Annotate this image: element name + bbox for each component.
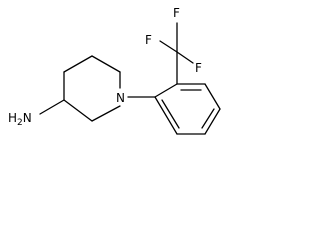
fluorine-label-1: F [145, 33, 152, 47]
bond-c3-c2 [63, 55, 93, 73]
bonds [39, 22, 221, 135]
atom-labels: H2N N F F F [8, 6, 202, 128]
bond-c2-n1 [91, 55, 121, 73]
bond-ar-c1-c2 [154, 83, 178, 98]
fluorine-label-3: F [195, 61, 202, 75]
bond-ar-c4-c5 [204, 108, 221, 135]
fluorine-label-2: F [173, 6, 180, 20]
amine-h: H [8, 111, 17, 125]
bond-ar-c6-c1 [154, 96, 178, 135]
bond-c-f3 [176, 51, 194, 64]
bond-c4-nh2 [39, 99, 65, 115]
amine-label: H2N [8, 111, 32, 128]
amine-subscript: 2 [17, 118, 23, 128]
bond-c6-c5 [63, 99, 93, 122]
bond-ar-c3-c4 [204, 83, 221, 110]
bond-ar-double-3 [161, 99, 180, 129]
bond-c-f1 [159, 40, 178, 53]
amine-n: N [23, 111, 32, 125]
bond-ar-double-2 [201, 108, 215, 129]
molecule-structure: H2N N F F F [8, 6, 221, 135]
bond-n1-c6 [91, 105, 121, 122]
ring-nitrogen-label: N [116, 91, 125, 105]
